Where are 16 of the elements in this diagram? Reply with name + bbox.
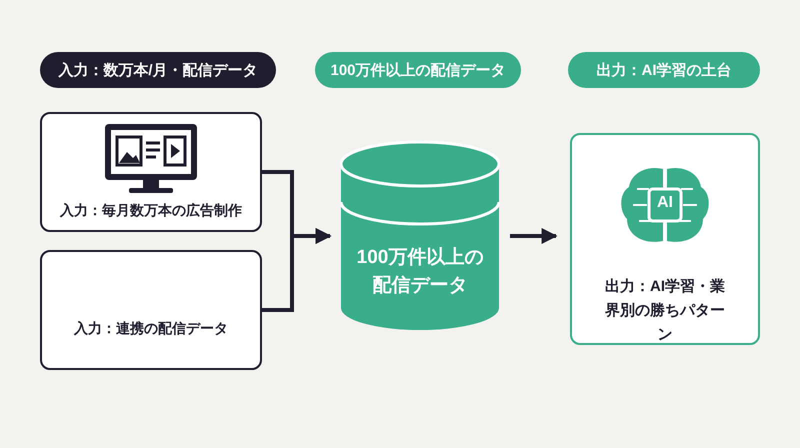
header-text: 出力：AI学習の土台 (596, 60, 732, 80)
header-pill (315, 52, 521, 88)
card-label: 入力：毎月数万本の広告制作 (58, 201, 243, 220)
header-pill (40, 52, 276, 88)
input-card (40, 112, 262, 232)
cylinder-label: 100万件以上の配信データ (356, 246, 484, 298)
card-label: 入力：連携の配信データ (72, 319, 229, 338)
input-card (40, 250, 262, 370)
header-pill (568, 52, 760, 88)
arrow (262, 228, 332, 312)
chip-label: AI (656, 193, 674, 213)
header-text: 入力：数万本/月・配信データ (58, 60, 258, 80)
arrow (510, 228, 558, 244)
header-text: 100万件以上の配信データ (330, 60, 506, 80)
output-card (570, 133, 760, 345)
card-label: 出力：AI学習・業界別の勝ちパターン (604, 277, 726, 345)
